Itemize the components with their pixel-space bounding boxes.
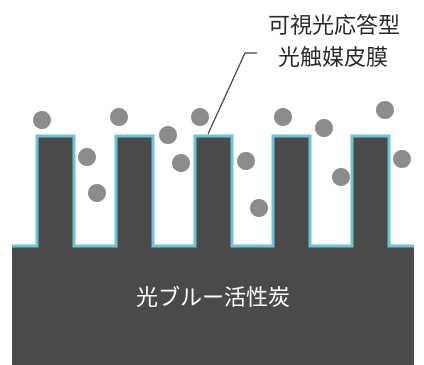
coating-label-line1: 可視光応答型 [268, 14, 400, 39]
base-label: 光ブルー活性炭 [136, 286, 290, 311]
photocatalyst-coating [12, 134, 414, 248]
particle [172, 154, 190, 172]
particle [250, 199, 268, 217]
particle [393, 150, 411, 168]
coating-label-line2: 光触媒皮膜 [278, 46, 388, 71]
particle [274, 108, 292, 126]
particle [88, 184, 106, 202]
particles [33, 101, 411, 217]
leader-line [207, 52, 257, 135]
particle [315, 119, 333, 137]
particle [78, 148, 96, 166]
particle [159, 126, 177, 144]
particle [237, 152, 255, 170]
particle [110, 108, 128, 126]
particle [33, 111, 51, 129]
particle [332, 168, 350, 186]
particle [376, 101, 394, 119]
particle [191, 108, 209, 126]
carbon-body [12, 136, 414, 365]
